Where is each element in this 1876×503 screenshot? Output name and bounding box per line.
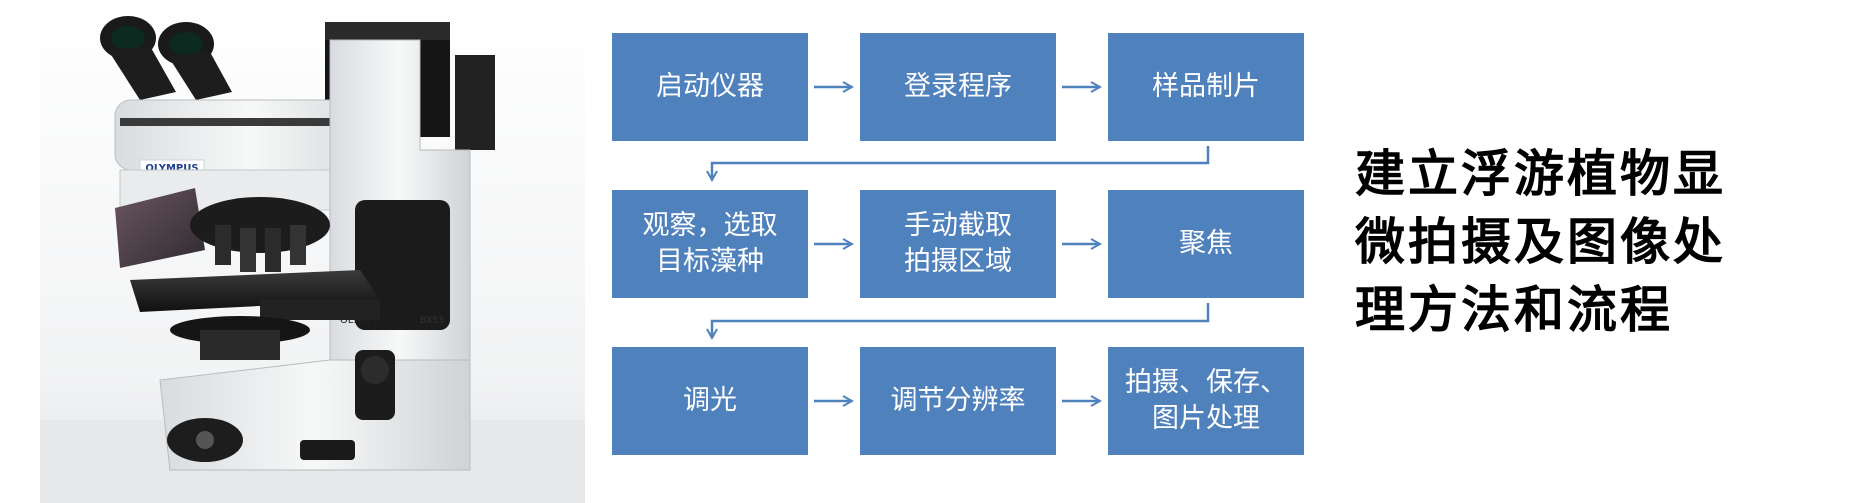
step-capture-save: 拍摄、保存、 图片处理: [1108, 347, 1304, 455]
title-line: 理方法和流程: [1355, 280, 1673, 339]
brand-logo: OLYMPUS: [145, 163, 198, 174]
step-sample-prep: 样品制片: [1108, 33, 1304, 141]
title-line: 建立浮游植物显: [1355, 144, 1726, 203]
flowchart: 启动仪器 登录程序 样品制片 观察，选取 目标藻种 手动截取 拍摄区域 聚焦 调…: [600, 0, 1340, 503]
step-light-adjust: 调光: [612, 347, 808, 455]
brand-label-side: OLYMPUS: [340, 315, 387, 326]
title-line: 微拍摄及图像处: [1355, 212, 1726, 271]
connector-arrow: [712, 303, 1210, 338]
step-start-instrument: 启动仪器: [612, 33, 808, 141]
flow-arrows: [600, 0, 1210, 503]
page-title: 建立浮游植物显 微拍摄及图像处 理方法和流程: [1355, 140, 1870, 344]
step-login-program: 登录程序: [860, 33, 1056, 141]
connector-arrow: [712, 146, 1210, 180]
step-observe-select: 观察，选取 目标藻种: [612, 190, 808, 298]
model-label: BX53: [420, 316, 444, 326]
step-resolution: 调节分辨率: [860, 347, 1056, 455]
step-crop-area: 手动截取 拍摄区域: [860, 190, 1056, 298]
microscope-photo: OLYMPUS OLYMPUS BX53: [40, 0, 585, 503]
step-focus: 聚焦: [1108, 190, 1304, 298]
